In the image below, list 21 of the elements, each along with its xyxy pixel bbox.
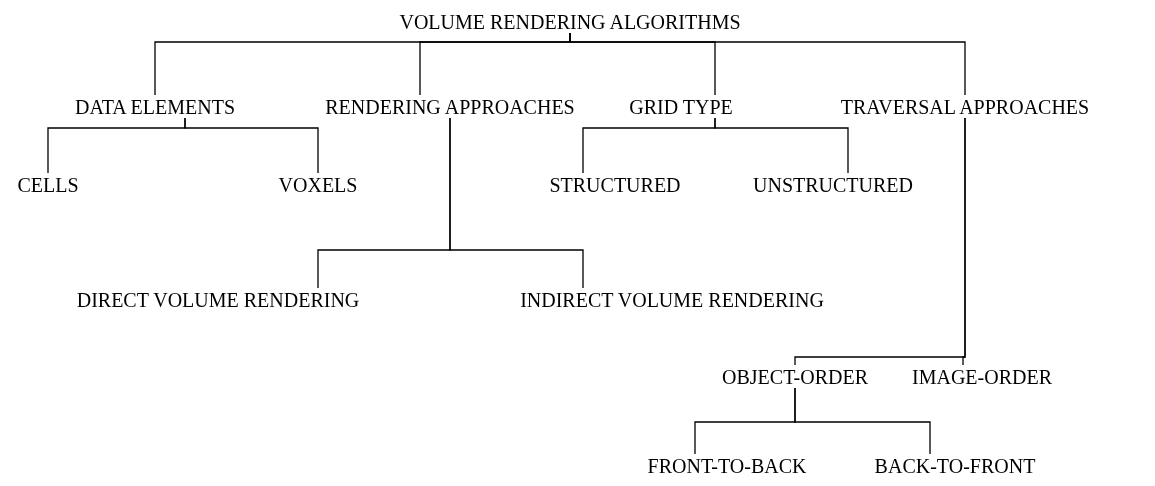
tree-connector — [449, 117, 584, 289]
category-label: BACK-TO-FRONT — [874, 455, 1036, 477]
category-label: OBJECT-ORDER — [722, 366, 868, 388]
tree-connector — [569, 32, 966, 96]
category-label: IMAGE-ORDER — [912, 366, 1052, 388]
category-label: INDIRECT VOLUME RENDERING — [520, 289, 824, 311]
category-label: STRUCTURED — [549, 174, 681, 196]
tree-connector — [794, 387, 931, 455]
category-label: UNSTRUCTURED — [753, 174, 913, 196]
category-label: DATA ELEMENTS — [74, 96, 236, 118]
category-label: GRID TYPE — [629, 96, 733, 118]
category-label: CELLS — [17, 174, 79, 196]
tree-connector — [962, 117, 966, 366]
category-label: FRONT-TO-BACK — [647, 455, 807, 477]
category-label: VOLUME RENDERING ALGORITHMS — [399, 11, 741, 33]
tree-connector — [714, 117, 849, 174]
category-label: VOXELS — [278, 174, 358, 196]
category-label: DIRECT VOLUME RENDERING — [76, 289, 360, 311]
category-label: TRAVERSAL APPROACHES — [840, 96, 1090, 118]
tree-connector — [184, 117, 319, 174]
category-label: RENDERING APPROACHES — [325, 96, 575, 118]
